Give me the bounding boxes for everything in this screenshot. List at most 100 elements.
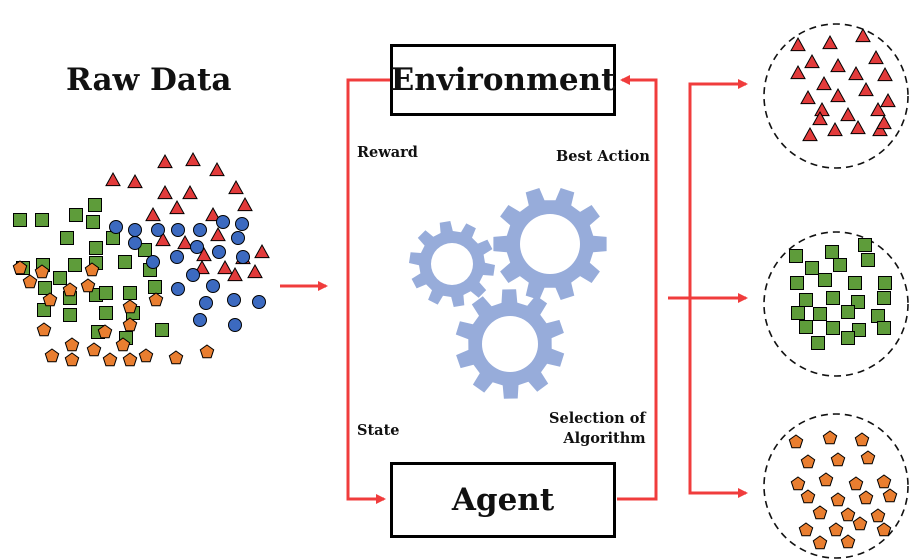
triangle-point xyxy=(205,206,221,222)
triangle-point xyxy=(237,196,253,212)
pentagon-point xyxy=(798,522,814,537)
square-point xyxy=(871,309,885,323)
pentagon-point xyxy=(199,344,215,359)
pentagon-point xyxy=(34,264,50,279)
triangle-point xyxy=(868,49,884,65)
reward-label: Reward xyxy=(357,144,418,161)
pentagon-point xyxy=(840,507,856,522)
pentagon-point xyxy=(42,292,58,307)
pentagon-point xyxy=(122,299,138,314)
state-label: State xyxy=(357,422,400,439)
pentagon-point xyxy=(102,352,118,367)
triangle-point xyxy=(227,266,243,282)
circle-point xyxy=(199,296,213,310)
action-arrow xyxy=(617,75,658,501)
selection-line-2: Algorithm xyxy=(563,430,646,447)
triangle-point xyxy=(800,89,816,105)
circle-point xyxy=(170,250,184,264)
pentagon-point xyxy=(800,454,816,469)
square-point xyxy=(878,276,892,290)
triangle-point xyxy=(127,173,143,189)
square-point xyxy=(118,255,132,269)
gear-icon xyxy=(493,188,607,300)
agent-label: Agent xyxy=(451,482,555,518)
pentagon-point xyxy=(840,534,856,549)
square-point xyxy=(826,321,840,335)
square-point xyxy=(86,215,100,229)
pentagon-point xyxy=(97,324,113,339)
square-point xyxy=(799,320,813,334)
square-point xyxy=(818,273,832,287)
triangle-point xyxy=(804,53,820,69)
circle-point xyxy=(212,245,226,259)
environment-label: Environment xyxy=(390,62,616,98)
square-point xyxy=(833,258,847,272)
pentagon-point xyxy=(852,516,868,531)
square-point xyxy=(99,286,113,300)
circle-point xyxy=(193,223,207,237)
triangle-point xyxy=(182,184,198,200)
output-arrows xyxy=(668,79,748,498)
square-point xyxy=(138,243,152,257)
circle-point xyxy=(171,223,185,237)
pentagon-point xyxy=(828,522,844,537)
circle-point xyxy=(109,220,123,234)
triangle-point xyxy=(157,153,173,169)
triangle-point xyxy=(254,243,270,259)
triangle-cluster-circle xyxy=(763,23,909,169)
pentagon-point xyxy=(818,472,834,487)
pentagon-point xyxy=(848,476,864,491)
triangle-point xyxy=(157,184,173,200)
pentagon-point xyxy=(854,432,870,447)
pentagon-point xyxy=(876,474,892,489)
selection-line-1: Selection of xyxy=(549,410,646,427)
triangle-point xyxy=(816,75,832,91)
gear-hole xyxy=(431,243,473,285)
triangle-point xyxy=(145,206,161,222)
gear-icon xyxy=(409,221,495,307)
triangle-point xyxy=(247,263,263,279)
pentagon-point xyxy=(122,352,138,367)
pentagon-point xyxy=(800,489,816,504)
pentagon-point xyxy=(115,337,131,352)
square-point xyxy=(791,306,805,320)
square-point xyxy=(35,213,49,227)
triangle-point xyxy=(802,126,818,142)
pentagon-point xyxy=(12,260,28,275)
square-point xyxy=(841,305,855,319)
circle-point xyxy=(252,295,266,309)
reward-state-arrow xyxy=(346,78,390,504)
square-point xyxy=(60,231,74,245)
pentagon-point xyxy=(788,434,804,449)
gear-icon xyxy=(455,289,565,399)
selection-of-algorithm-label: Selection of Algorithm xyxy=(549,409,646,449)
pentagon-point xyxy=(812,505,828,520)
circle-point xyxy=(236,250,250,264)
square-point xyxy=(858,238,872,252)
agent-box: Agent xyxy=(390,462,616,538)
square-point xyxy=(13,213,27,227)
circle-point xyxy=(193,313,207,327)
square-point xyxy=(38,281,52,295)
triangle-point xyxy=(822,34,838,50)
triangle-point xyxy=(196,246,212,262)
triangle-point xyxy=(855,27,871,43)
pentagon-point xyxy=(882,488,898,503)
pentagon-point xyxy=(62,282,78,297)
square-point xyxy=(148,280,162,294)
pentagon-point xyxy=(64,337,80,352)
pentagon-point xyxy=(812,535,828,550)
pentagon-point xyxy=(138,348,154,363)
triangle-point xyxy=(209,161,225,177)
environment-box: Environment xyxy=(390,44,616,116)
circle-point xyxy=(216,215,230,229)
square-point xyxy=(841,331,855,345)
pentagon-point xyxy=(22,274,38,289)
square-point xyxy=(88,198,102,212)
pentagon-point xyxy=(36,322,52,337)
gear-hole xyxy=(482,316,538,372)
gear-hole xyxy=(520,214,580,274)
circle-point xyxy=(151,223,165,237)
square-point xyxy=(123,286,137,300)
square-point xyxy=(825,245,839,259)
